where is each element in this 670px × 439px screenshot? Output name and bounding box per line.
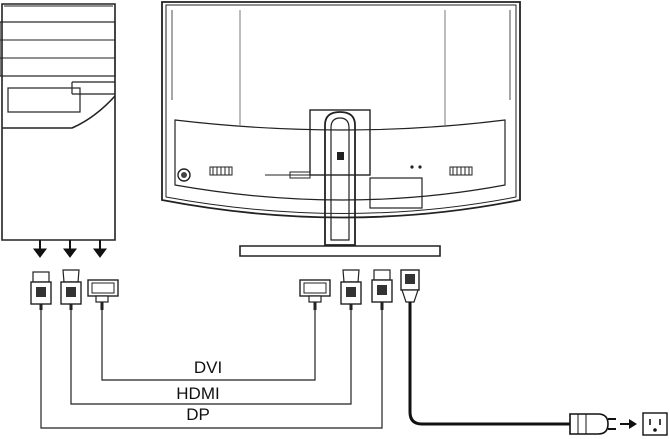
dvi-cable — [101, 310, 316, 381]
right-arrow-icon — [620, 419, 637, 429]
pc-hdmi-connector — [60, 269, 82, 310]
computer-tower — [0, 3, 116, 241]
down-arrow-icon — [63, 240, 77, 258]
hdmi-cable — [70, 310, 352, 405]
pc-dvi-connector — [87, 279, 119, 310]
dp-label: DP — [186, 405, 210, 424]
wall-outlet-icon — [642, 412, 668, 436]
down-arrows — [33, 240, 107, 258]
dvi-label: DVI — [194, 358, 222, 377]
monitor-dvi-connector — [299, 279, 331, 310]
hdmi-label: HDMI — [176, 384, 219, 403]
dp-cable — [40, 310, 383, 429]
power-plug-icon — [569, 413, 616, 435]
monitor-hdmi-connector — [340, 269, 362, 310]
power-cord-plug — [400, 269, 420, 303]
monitor-dp-connector — [371, 269, 393, 310]
power-cable — [408, 302, 570, 426]
monitor-rear-view — [161, 1, 521, 257]
pc-dp-connector — [30, 271, 52, 310]
down-arrow-icon — [33, 240, 47, 258]
down-arrow-icon — [93, 240, 107, 258]
